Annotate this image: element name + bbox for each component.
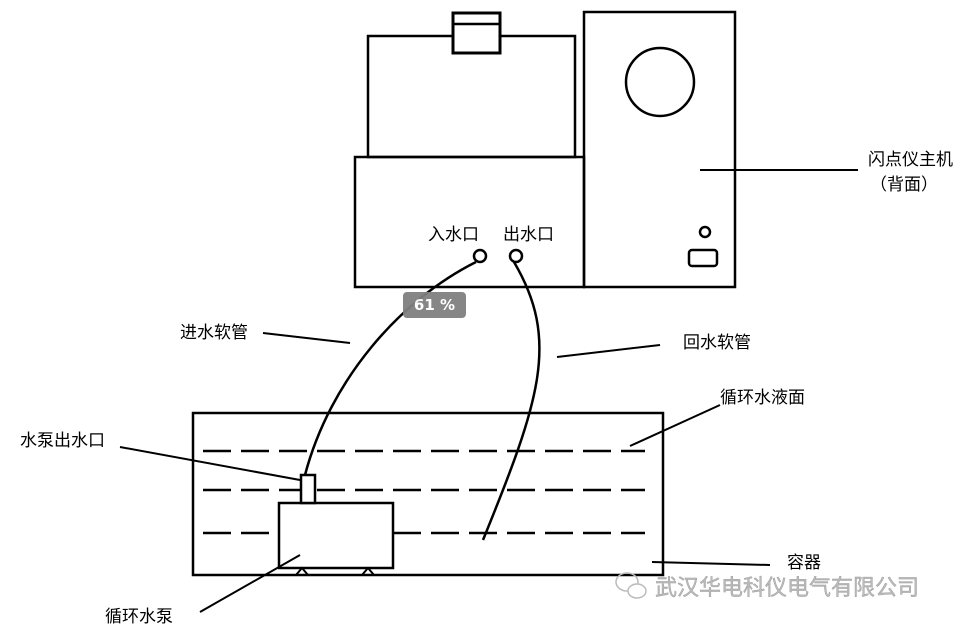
watermark: 武汉华电科仪电气有限公司	[655, 576, 919, 601]
outlet-port-icon	[508, 248, 524, 264]
pump-label: 循环水泵	[105, 607, 173, 627]
water-surface-label: 循环水液面	[720, 388, 805, 408]
container-label: 容器	[787, 553, 821, 573]
inlet-port-icon	[472, 248, 488, 264]
wechat-icon	[615, 572, 647, 599]
progress-badge: 61 %	[403, 292, 466, 318]
panel-dial	[624, 46, 696, 118]
container	[191, 411, 665, 577]
pump-outlet-label: 水泵出水口	[20, 431, 105, 451]
return-hose-label: 回水软管	[683, 333, 751, 353]
panel-indicator	[698, 225, 712, 239]
inlet-port-label: 入水口	[428, 225, 479, 245]
top-handle	[451, 11, 502, 55]
outlet-port-label: 出水口	[503, 225, 554, 245]
main-unit-back-label: （背面）	[870, 175, 938, 195]
inlet-hose	[303, 260, 477, 476]
main-unit-label: 闪点仪主机	[868, 150, 953, 170]
panel-switch	[687, 248, 719, 268]
right-panel	[582, 10, 737, 289]
inlet-hose-label: 进水软管	[180, 323, 248, 343]
return-hose	[481, 261, 541, 541]
pump-outlet-pipe	[299, 473, 317, 505]
lower-housing	[353, 155, 586, 289]
